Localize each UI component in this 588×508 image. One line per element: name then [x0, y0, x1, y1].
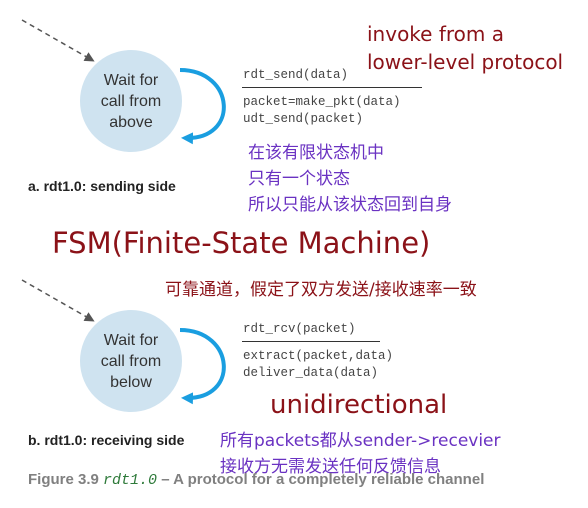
sender-transition-rule	[242, 87, 422, 88]
sender-action-udt-send: udt_send(packet)	[243, 112, 364, 126]
channel-note: 可靠通道，假定了双方发送/接收速率一致	[165, 280, 477, 300]
caption-prefix: Figure 3.9	[28, 471, 99, 488]
receiver-initial-arrow	[21, 279, 95, 322]
caption-code: rdt1.0	[103, 472, 158, 489]
receiver-event: rdt_rcv(packet)	[243, 322, 356, 336]
receiver-self-loop	[179, 328, 226, 405]
note-states-line3: 所以只能从该状态回到自身	[248, 195, 452, 215]
note-states-line2: 只有一个状态	[248, 169, 350, 189]
note-unidirectional: unidirectional	[270, 390, 448, 420]
receiver-action-deliver: deliver_data(data)	[243, 366, 379, 380]
figure-caption: Figure 3.9 rdt1.0 – A protocol for a com…	[28, 471, 484, 489]
note-flow-line2: 接收方无需发送任何反馈信息	[220, 457, 441, 477]
receiver-state-label: Wait for call from below	[100, 331, 162, 391]
note-invoke-line1: invoke from a	[367, 22, 504, 46]
receiver-action-extract: extract(packet,data)	[243, 349, 394, 363]
sender-side-label: a. rdt1.0: sending side	[28, 178, 176, 194]
sender-event: rdt_send(data)	[243, 68, 349, 82]
sender-state-label: Wait for call from above	[100, 71, 162, 131]
fsm-title: FSM(Finite-State Machine)	[52, 226, 431, 260]
receiver-transition-rule	[242, 341, 380, 342]
sender-self-loop	[179, 68, 226, 145]
sender-action-make-pkt: packet=make_pkt(data)	[243, 95, 401, 109]
receiver-side-label: b. rdt1.0: receiving side	[28, 432, 185, 448]
receiver-state: Wait for call from below	[80, 310, 182, 412]
sender-state: Wait for call from above	[80, 50, 182, 152]
note-invoke-line2: lower-level protocol	[367, 50, 564, 74]
note-flow-line1: 所有packets都从sender->recevier	[220, 431, 501, 451]
caption-suffix: – A protocol for a completely reliable c…	[161, 471, 485, 488]
sender-initial-arrow	[21, 19, 95, 62]
note-states-line1: 在该有限状态机中	[248, 143, 384, 163]
